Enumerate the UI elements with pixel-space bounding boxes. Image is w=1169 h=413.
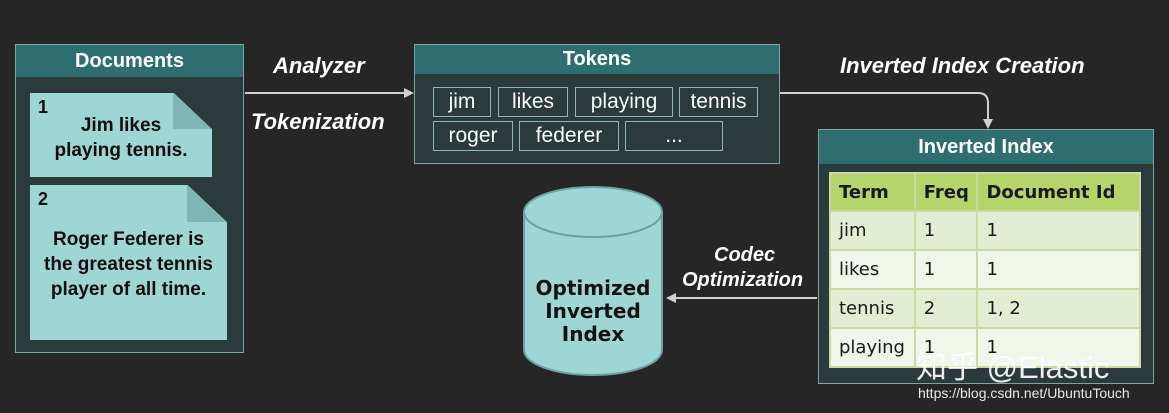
- token-roger: roger: [433, 121, 513, 151]
- watermark-url: https://blog.csdn.net/UbuntuTouch: [918, 385, 1130, 401]
- table-row: tennis 2 1, 2: [829, 288, 1141, 329]
- cell-term: likes: [829, 249, 916, 290]
- token-playing: playing: [575, 87, 673, 117]
- cell-term: jim: [829, 210, 916, 251]
- cell-freq: 1: [913, 327, 979, 368]
- cell-document-id: 1, 2: [976, 288, 1141, 329]
- table-row: jim 1 1: [829, 210, 1141, 251]
- document-2-number: 2: [38, 189, 49, 209]
- cell-term: tennis: [829, 288, 916, 329]
- tokens-panel: Tokens: [414, 44, 780, 164]
- database-cylinder-icon: [523, 186, 663, 376]
- header-freq: Freq: [913, 172, 979, 212]
- optimization-label: Optimization: [682, 269, 804, 291]
- optimized-line-3: Index: [561, 322, 625, 346]
- inverted-index-title: Inverted Index: [819, 130, 1153, 164]
- token-tennis: tennis: [679, 87, 758, 117]
- optimized-line-1: Optimized: [535, 276, 651, 300]
- tokenization-label: Tokenization: [251, 109, 385, 134]
- document-2: 2 Roger Federer is the greatest tennis p…: [30, 185, 227, 340]
- table-row: likes 1 1: [829, 249, 1141, 290]
- cell-document-id: 1: [976, 249, 1141, 290]
- tokens-title: Tokens: [415, 45, 779, 74]
- document-1-line-2: playing tennis.: [54, 140, 188, 161]
- cell-document-id: 1: [976, 210, 1141, 251]
- optimized-index-label: Optimized Inverted Index: [525, 277, 661, 346]
- document-2-fold: [187, 185, 227, 222]
- cell-document-id: 1: [976, 327, 1141, 368]
- cell-freq: 1: [913, 210, 979, 251]
- header-document-id: Document Id: [976, 172, 1141, 212]
- inverted-index-creation-label: Inverted Index Creation: [840, 53, 1085, 78]
- table-header-row: Term Freq Document Id: [829, 172, 1141, 212]
- document-1-text: Jim likes playing tennis.: [30, 113, 212, 163]
- optimized-line-2: Inverted: [545, 299, 641, 323]
- document-2-line-3: player of all time.: [50, 279, 207, 300]
- cell-freq: 2: [913, 288, 979, 329]
- token-likes: likes: [498, 87, 568, 117]
- inverted-index-table: Term Freq Document Id jim 1 1 likes 1 1 …: [829, 172, 1141, 368]
- cell-term: playing: [829, 327, 916, 368]
- document-1-fold: [173, 93, 212, 129]
- codec-label: Codec: [714, 244, 776, 266]
- token-ellipsis: ...: [625, 121, 723, 151]
- document-2-text: Roger Federer is the greatest tennis pla…: [30, 227, 227, 302]
- watermark-brand: 知乎 @Elastic: [916, 350, 1110, 385]
- document-1-line-1: Jim likes: [80, 115, 162, 136]
- documents-title: Documents: [16, 45, 243, 77]
- token-federer: federer: [519, 121, 619, 151]
- header-term: Term: [829, 172, 916, 212]
- table-row: playing 1 1: [829, 327, 1141, 368]
- arrow-tokens-to-inverted-index: [780, 92, 993, 129]
- token-jim: jim: [433, 87, 491, 117]
- analyzer-label: Analyzer: [273, 53, 365, 78]
- document-1-number: 1: [38, 97, 49, 117]
- document-2-line-1: Roger Federer is: [53, 229, 204, 250]
- document-2-line-2: the greatest tennis: [44, 254, 213, 275]
- cell-freq: 1: [913, 249, 979, 290]
